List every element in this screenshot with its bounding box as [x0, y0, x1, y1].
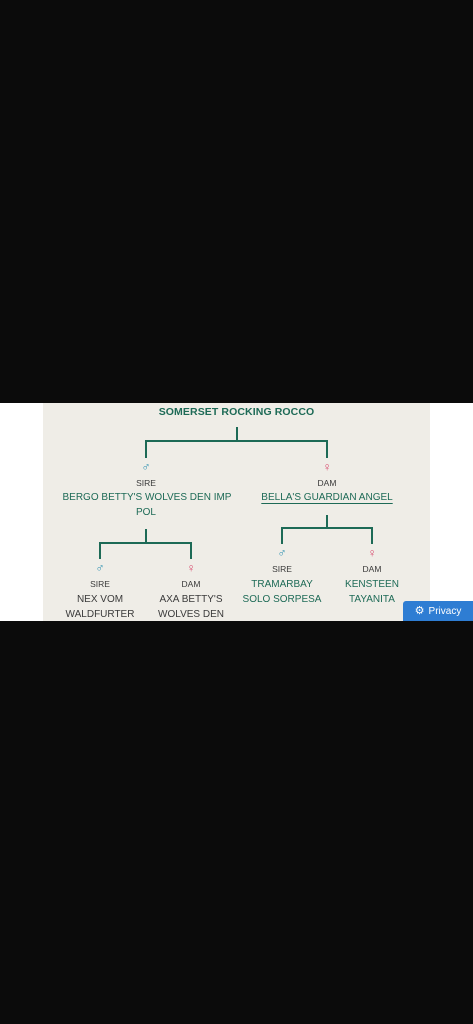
sire-dam-name-line2: WOLVES DEN	[158, 609, 224, 620]
privacy-label: Privacy	[428, 605, 462, 617]
female-symbol-icon: ♀	[322, 460, 332, 474]
dam-name-link[interactable]: BELLA'S GUARDIAN ANGEL	[261, 492, 393, 503]
dam-label: DAM	[317, 478, 337, 488]
male-symbol-icon: ♂	[141, 460, 151, 474]
dam-sire-name-line1: TRAMARBAY	[251, 579, 313, 590]
male-symbol-icon: ♂	[95, 561, 105, 575]
embedded-image-strip: SOMERSET ROCKING ROCCO ♂ SIRE BERGO BETT…	[0, 403, 473, 621]
female-symbol-icon: ♀	[367, 546, 377, 560]
male-symbol-icon: ♂	[277, 546, 287, 560]
sire-name-line2: POL	[135, 507, 156, 518]
root-connector	[145, 427, 328, 458]
sire-dam-name-line1: AXA BETTY'S	[159, 594, 223, 605]
sire-dam-label: DAM	[181, 579, 201, 589]
sire-sire-label: SIRE	[90, 579, 110, 589]
dog-name-title: SOMERSET ROCKING ROCCO	[158, 406, 315, 418]
dam-sire-name-line2: SOLO SORPESA	[242, 594, 322, 605]
sire-sire-name-line2: WALDFURTER	[65, 609, 135, 620]
sire-sire-name-line1: NEX VOM	[76, 594, 124, 605]
dam-dam-name-line2: TAYANITA	[349, 594, 395, 605]
dam-sire-label: SIRE	[272, 564, 292, 574]
sire-name-line1: BERGO BETTY'S WOLVES DEN IMP	[62, 492, 232, 503]
dam-dam-name-line1: KENSTEEN	[345, 579, 399, 590]
sire-label: SIRE	[136, 478, 156, 488]
gear-icon: ⚙	[414, 604, 425, 617]
sire-parents-connector	[99, 529, 192, 559]
dam-parents-connector	[281, 515, 373, 544]
pedigree-connectors	[99, 427, 373, 559]
pedigree-chart: SOMERSET ROCKING ROCCO ♂ SIRE BERGO BETT…	[43, 403, 430, 621]
dam-dam-label: DAM	[362, 564, 382, 574]
female-symbol-icon: ♀	[186, 561, 196, 575]
privacy-button[interactable]: ⚙ Privacy	[403, 601, 473, 621]
